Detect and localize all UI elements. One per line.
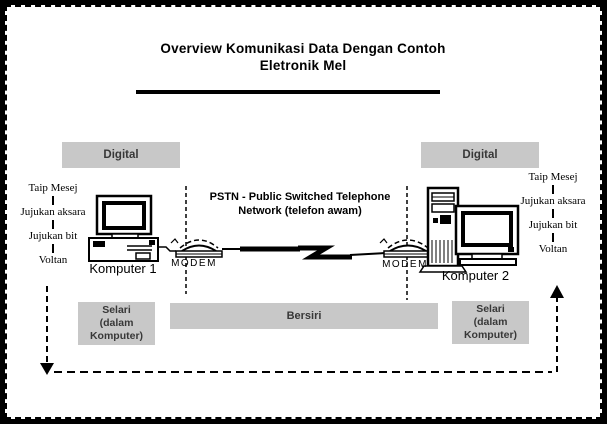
page-title: Overview Komunikasi Data Dengan Contoh E… (103, 40, 503, 74)
pstn-label: PSTN - Public Switched Telephone Network… (190, 190, 410, 218)
computer1-label: Komputer 1 (89, 261, 157, 276)
title-line-2: Eletronik Mel (259, 58, 347, 73)
stage-taip-mesej-right: Taip Mesej (528, 171, 578, 183)
computer2-icon (418, 186, 520, 273)
stage-voltan-left: Voltan (38, 254, 68, 266)
signal-stages-right: Taip Mesej Jujukan aksara Jujukan bit Vo… (509, 171, 597, 256)
pstn-line-1: PSTN - Public Switched Telephone (209, 191, 391, 203)
arrow-up-icon (550, 285, 564, 298)
stage-jujukan-aksara-right: Jujukan aksara (520, 195, 586, 207)
modem-left-label: MODEM (171, 258, 217, 269)
stage-connector (552, 209, 554, 218)
stage-jujukan-aksara-left: Jujukan aksara (20, 206, 86, 218)
stage-jujukan-bit-right: Jujukan bit (528, 219, 578, 231)
lightning-bolt-icon (222, 245, 387, 260)
computer2-label: Komputer 2 (441, 268, 510, 283)
stage-jujukan-bit-left: Jujukan bit (28, 230, 78, 242)
selari-box-right: Selari (dalam Komputer) (452, 301, 529, 344)
stage-connector (552, 185, 554, 194)
modem-right-label: MODEM (382, 259, 428, 270)
bersiri-box: Bersiri (170, 303, 438, 329)
digital-box-right: Digital (421, 142, 539, 168)
signal-stages-left: Taip Mesej Jujukan aksara Jujukan bit Vo… (10, 182, 96, 267)
signal-flow-path (40, 285, 564, 375)
computer1-icon (88, 194, 176, 262)
stage-connector (552, 233, 554, 242)
stage-connector (52, 244, 54, 253)
stage-voltan-right: Voltan (538, 243, 568, 255)
stage-connector (52, 220, 54, 229)
selari-box-left: Selari (dalam Komputer) (78, 302, 155, 345)
digital-box-left: Digital (62, 142, 180, 168)
title-line-1: Overview Komunikasi Data Dengan Contoh (160, 41, 446, 56)
stage-taip-mesej-left: Taip Mesej (28, 182, 78, 194)
arrow-down-icon (40, 363, 54, 375)
pstn-line-2: Network (telefon awam) (238, 205, 362, 217)
title-underline (136, 90, 440, 94)
modem-left-icon (170, 238, 223, 258)
stage-connector (52, 196, 54, 205)
